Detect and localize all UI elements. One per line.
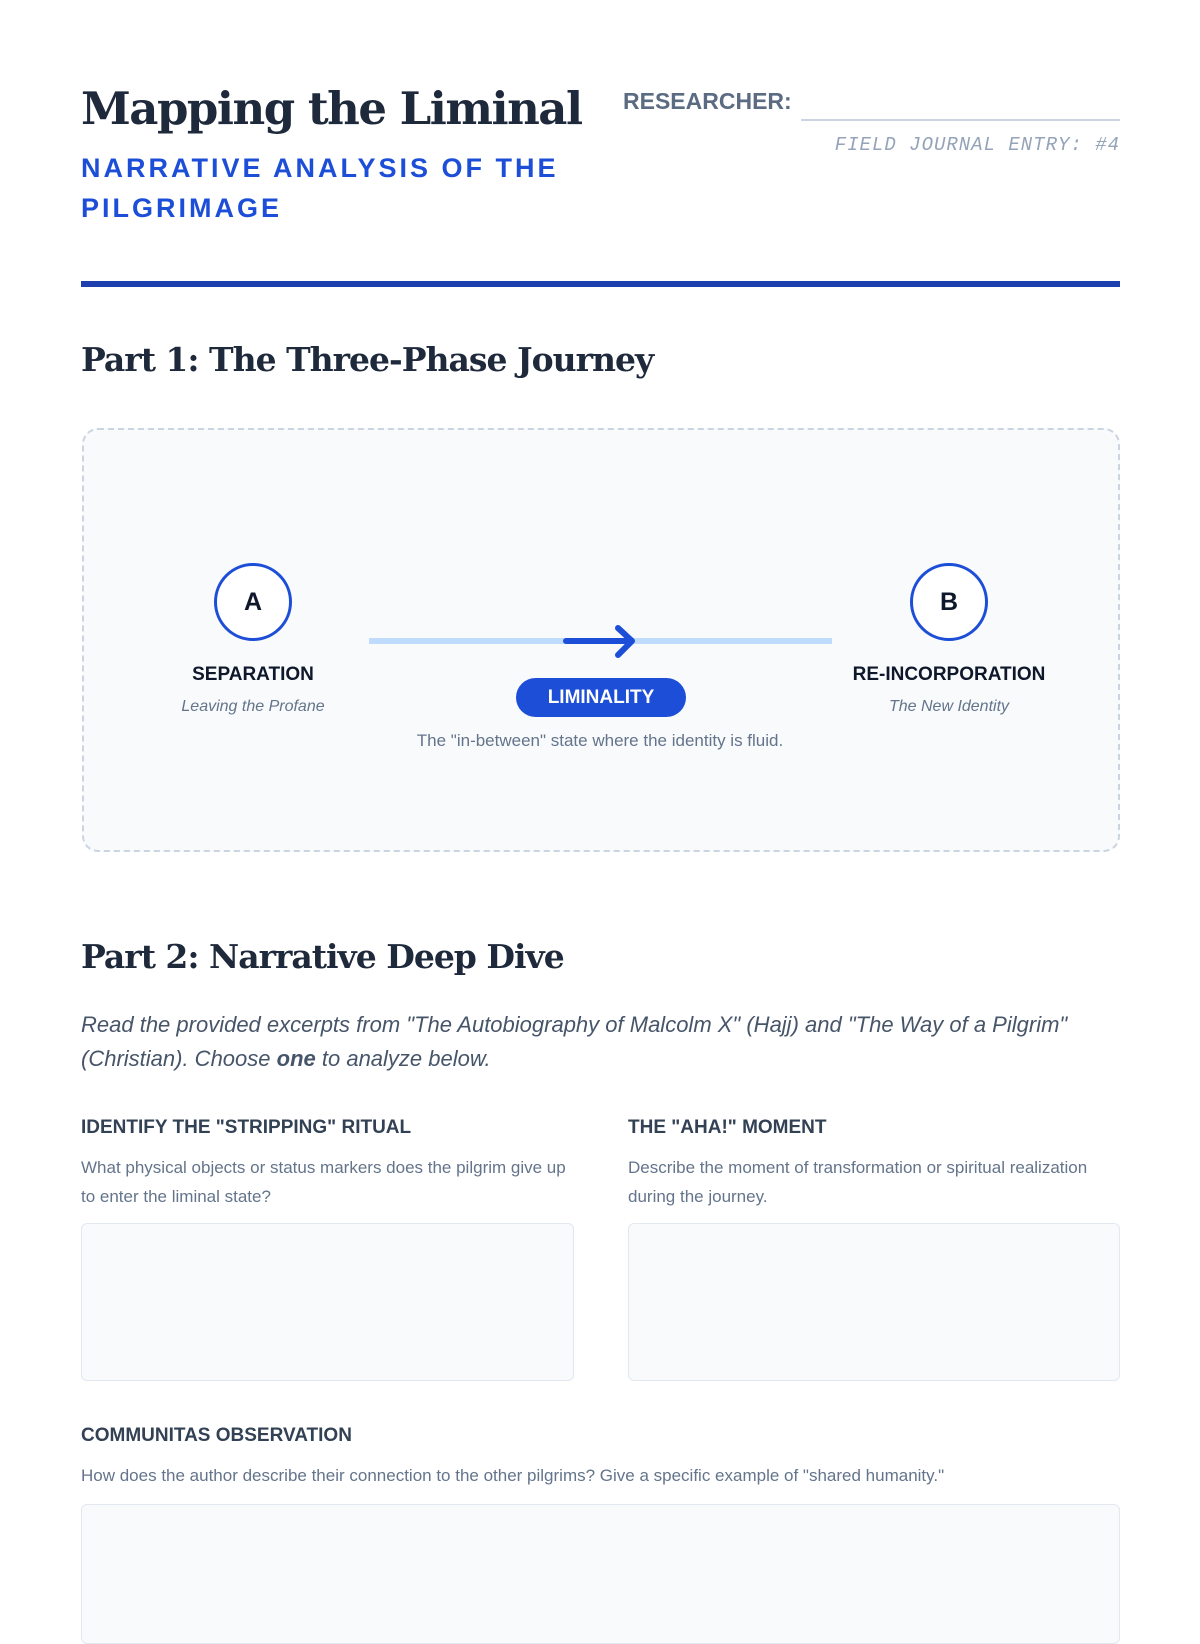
header-divider bbox=[81, 281, 1120, 287]
page-title: Mapping the Liminal bbox=[81, 82, 583, 135]
q2-label: THE "AHA!" MOMENT bbox=[628, 1117, 827, 1138]
intro-text-end: to analyze below. bbox=[315, 1046, 491, 1071]
q3-label: COMMUNITAS OBSERVATION bbox=[81, 1425, 352, 1446]
researcher-input[interactable] bbox=[801, 119, 1120, 121]
part2-instructions: Read the provided excerpts from "The Aut… bbox=[81, 1008, 1121, 1076]
q2-description: Describe the moment of transformation or… bbox=[628, 1158, 1088, 1206]
arrow-right-icon bbox=[563, 625, 635, 658]
phase-a-circle: A bbox=[214, 563, 292, 641]
researcher-label: RESEARCHER: bbox=[623, 88, 792, 114]
phase-separation-sub: Leaving the Profane bbox=[181, 698, 325, 715]
intro-text: Read the provided excerpts from "The Aut… bbox=[81, 1012, 1068, 1071]
phase-separation-label: SEPARATION bbox=[192, 664, 314, 685]
phase-b-circle: B bbox=[910, 563, 988, 641]
liminality-description: The "in-between" state where the identit… bbox=[416, 731, 784, 750]
intro-emphasis: one bbox=[276, 1046, 316, 1071]
q2-answer-box[interactable] bbox=[628, 1223, 1120, 1381]
phase-reincorporation-label: RE-INCORPORATION bbox=[852, 664, 1046, 685]
phase-reincorporation-sub: The New Identity bbox=[888, 698, 1010, 715]
q3-description: How does the author describe their conne… bbox=[81, 1466, 945, 1485]
q1-answer-box[interactable] bbox=[81, 1223, 574, 1381]
q1-description: What physical objects or status markers … bbox=[81, 1158, 566, 1206]
page-subtitle: NARRATIVE ANALYSIS OF THE PILGRIMAGE bbox=[81, 153, 559, 223]
liminality-badge: LIMINALITY bbox=[516, 678, 686, 717]
part2-heading: Part 2: Narrative Deep Dive bbox=[81, 937, 565, 976]
q1-label: IDENTIFY THE "STRIPPING" RITUAL bbox=[81, 1117, 412, 1138]
journal-entry-number: FIELD JOURNAL ENTRY: #4 bbox=[834, 134, 1120, 156]
q3-answer-box[interactable] bbox=[81, 1504, 1120, 1644]
part1-heading: Part 1: The Three-Phase Journey bbox=[81, 340, 654, 379]
